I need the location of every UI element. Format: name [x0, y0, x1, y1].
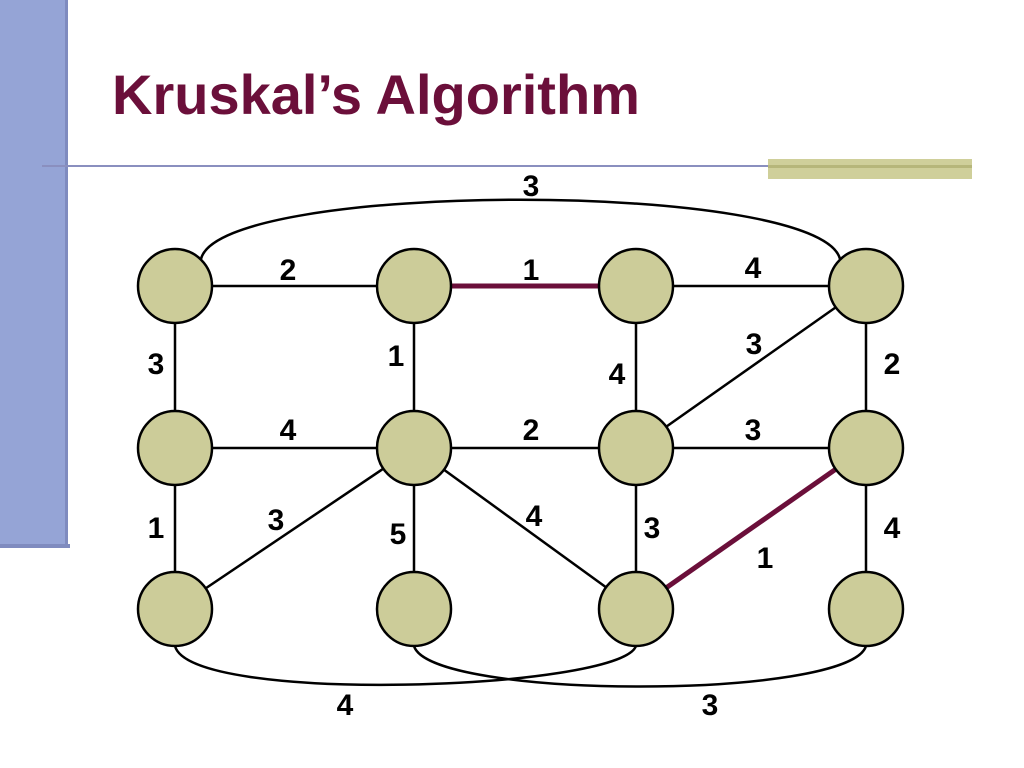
edge-weight-label-n11-n12: 2 — [280, 254, 297, 287]
edge-weight-label-n22-n31: 3 — [268, 504, 285, 537]
divider-accent-line — [768, 165, 972, 168]
edge-weight-label-n13-n14: 4 — [745, 252, 762, 285]
edge-weight-label-n23-n33: 3 — [644, 512, 661, 545]
selected-edge-n24-n33 — [634, 445, 868, 612]
nodes-layer — [136, 247, 905, 648]
graph-node-n22 — [375, 409, 453, 487]
divider-accent-block — [768, 159, 972, 179]
graph-node-n14 — [827, 247, 905, 325]
edge-n22-n33 — [413, 446, 637, 611]
edge-weight-label-n11-n21: 3 — [148, 348, 165, 381]
edge-n14-n23 — [635, 284, 867, 450]
edge-weight-label-n23-n24: 3 — [745, 414, 762, 447]
graph-node-n24 — [827, 409, 905, 487]
edge-weight-label-n12-n22: 1 — [388, 340, 405, 373]
edge-labels-layer: 2 1 4 3 3 1 4 3 2 4 2 3 1 3 5 4 3 1 4 4 3 — [148, 170, 901, 722]
edge-n11-n14 — [199, 198, 842, 260]
edge-weight-label-n22-n32: 5 — [390, 518, 407, 551]
edge-weight-label-n22-n23: 2 — [523, 414, 540, 447]
graph-node-n34 — [827, 570, 905, 648]
edge-weight-label-n14-n23: 3 — [746, 328, 763, 361]
graph-node-n11 — [136, 247, 214, 325]
left-accent-bar — [0, 0, 68, 546]
edges-layer — [173, 198, 868, 688]
edge-weight-label-n32-n34: 3 — [702, 689, 719, 722]
graph-node-n31 — [136, 570, 214, 648]
graph-node-n13 — [597, 247, 675, 325]
graph-node-n32 — [375, 570, 453, 648]
edge-weight-label-n11-n14: 3 — [523, 170, 540, 203]
title-divider — [42, 165, 972, 167]
edge-weight-label-n24-n34: 4 — [884, 512, 901, 545]
graph-node-n33 — [597, 570, 675, 648]
edge-weight-label-n21-n31: 1 — [148, 512, 165, 545]
edge-weight-label-n12-n13: 1 — [523, 254, 540, 287]
edge-n31-n33 — [173, 645, 638, 687]
graph-node-n21 — [136, 409, 214, 487]
edge-weight-label-n21-n22: 4 — [280, 414, 297, 447]
edge-weight-label-n14-n24: 2 — [884, 348, 901, 381]
edge-weight-label-n24-n33: 1 — [757, 542, 774, 575]
edge-weight-label-n13-n23: 4 — [609, 358, 626, 391]
left-accent-bar-edge — [0, 544, 70, 548]
graph-node-n23 — [597, 409, 675, 487]
page-title: Kruskal’s Algorithm — [112, 63, 640, 126]
edge-n22-n31 — [174, 446, 415, 611]
edge-n32-n34 — [412, 645, 868, 688]
edge-weight-label-n22-n33: 4 — [526, 500, 543, 533]
graph-node-n12 — [375, 247, 453, 325]
edge-weight-label-n31-n33: 4 — [337, 689, 354, 722]
